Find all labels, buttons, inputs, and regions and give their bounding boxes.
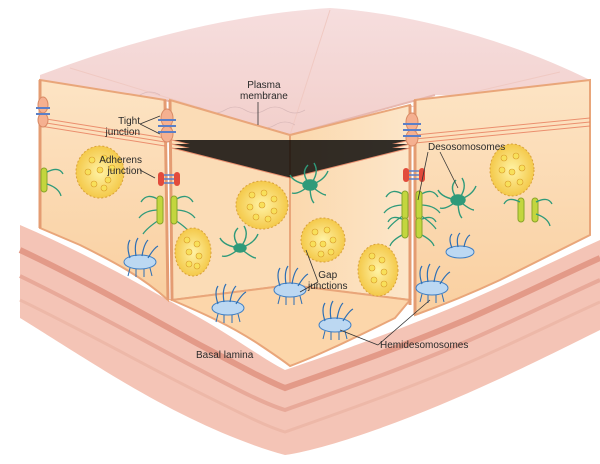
- adherens-junctions: [158, 168, 425, 186]
- leader-lines: [139, 102, 459, 346]
- label-tight-junction: Tight junction: [105, 116, 140, 138]
- basal-lamina-layer: [18, 225, 600, 455]
- label-plasma-membrane: Plasma membrane: [240, 80, 288, 102]
- desmosomes: [40, 167, 553, 247]
- label-basal-lamina: Basal lamina: [196, 350, 254, 361]
- desmosome-fibers: [219, 162, 477, 259]
- junction-bands: [39, 117, 591, 179]
- tight-junction-strands: [36, 107, 421, 137]
- hemidesmosomes: [123, 232, 475, 340]
- tight-junction-beads: [37, 96, 419, 147]
- label-desmosomes: Desosomosomes: [428, 142, 506, 153]
- label-hemidesmosomes: Hemidesomosomes: [380, 340, 469, 351]
- label-adherens-junction: Adherens junction: [99, 155, 142, 177]
- gap-junctions: [75, 143, 535, 297]
- label-gap-junctions: Gap junctions: [308, 270, 348, 292]
